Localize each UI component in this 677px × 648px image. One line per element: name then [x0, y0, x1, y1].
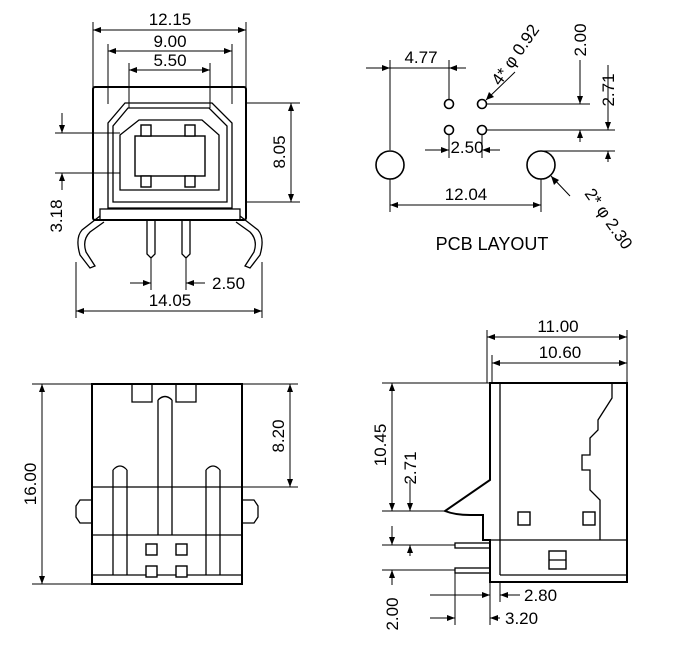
side-latch-profile	[581, 383, 613, 540]
dim-pcb-row-pitch: 2.00	[571, 23, 590, 56]
pcb-pin-hole	[476, 124, 488, 136]
top-window	[145, 543, 158, 556]
front-shield-inner	[112, 107, 228, 203]
side-window	[517, 511, 531, 526]
front-pin	[181, 220, 191, 259]
dim-front-pin-pitch: 2.50	[212, 274, 245, 293]
dim-side-pin-pitch: 2.00	[383, 597, 402, 630]
pcb-mount-hole	[526, 150, 556, 180]
front-base	[99, 208, 241, 221]
pcb-pin-hole	[476, 98, 488, 110]
front-contact	[184, 124, 196, 137]
dim-top-length: 16.00	[21, 463, 40, 506]
pcb-pin-hole	[443, 124, 455, 136]
dim-pcb-big-hole: 2* φ 2.30	[581, 185, 637, 253]
dim-pcb-row-offset: 2.71	[599, 73, 618, 106]
dim-side-lead-b: 3.20	[505, 609, 538, 628]
side-lead	[454, 567, 491, 574]
dim-front-contact-width: 5.50	[153, 51, 186, 70]
top-clip	[131, 384, 153, 403]
side-lead	[454, 542, 491, 549]
front-leg-left	[77, 215, 105, 269]
dim-front-total-width: 12.15	[149, 10, 192, 29]
top-window	[175, 565, 188, 578]
dim-pcb-pin-pitch: 2.50	[450, 138, 483, 157]
dim-side-height: 10.45	[371, 424, 390, 467]
dim-front-leg-span: 14.05	[149, 291, 192, 310]
front-view: 12.15 9.00 5.50 8.05 3.18	[47, 10, 300, 318]
top-tab-left	[75, 499, 92, 524]
top-view: 16.00 8.20	[21, 383, 298, 585]
front-socket-opening	[119, 119, 220, 191]
pcb-layout: 4.77 4* φ 0.92 2.00 2.71 2.50 12.04	[366, 21, 636, 254]
pcb-mount-hole	[375, 150, 405, 180]
top-window	[145, 565, 158, 578]
front-pin	[146, 220, 156, 259]
front-contact	[184, 175, 196, 188]
dim-side-lead-a: 2.80	[524, 586, 557, 605]
dim-side-pin-offset: 2.71	[401, 451, 420, 484]
top-tab-right	[242, 499, 259, 524]
pcb-layout-title: PCB LAYOUT	[436, 234, 549, 254]
dim-side-depth-body: 10.60	[539, 343, 582, 362]
top-rib-center	[157, 395, 173, 535]
front-contact-tongue	[134, 135, 206, 177]
pcb-pin-hole	[443, 98, 455, 110]
top-clip	[175, 384, 197, 403]
top-rib-right	[205, 465, 221, 575]
top-rib-left	[112, 465, 128, 575]
top-window	[175, 543, 188, 556]
front-contact	[140, 175, 152, 188]
front-leg-right	[235, 215, 263, 269]
dim-front-inner-width: 9.00	[153, 32, 186, 51]
side-body	[442, 382, 628, 583]
dim-pcb-small-hole: 4* φ 0.92	[488, 21, 544, 89]
dim-front-pin-offset: 3.18	[47, 199, 66, 232]
dim-pcb-big-span: 12.04	[445, 185, 488, 204]
side-window	[582, 511, 596, 526]
dim-front-height: 8.05	[270, 135, 289, 168]
top-housing	[91, 383, 243, 585]
front-shield-outer	[107, 102, 233, 209]
front-contact	[140, 124, 152, 137]
dim-top-partial: 8.20	[269, 419, 288, 452]
side-view: 11.00 10.60 10.45 2.71 2.00	[371, 317, 628, 631]
dim-pcb-offset: 4.77	[404, 48, 437, 67]
dim-side-depth-total: 11.00	[537, 317, 578, 336]
